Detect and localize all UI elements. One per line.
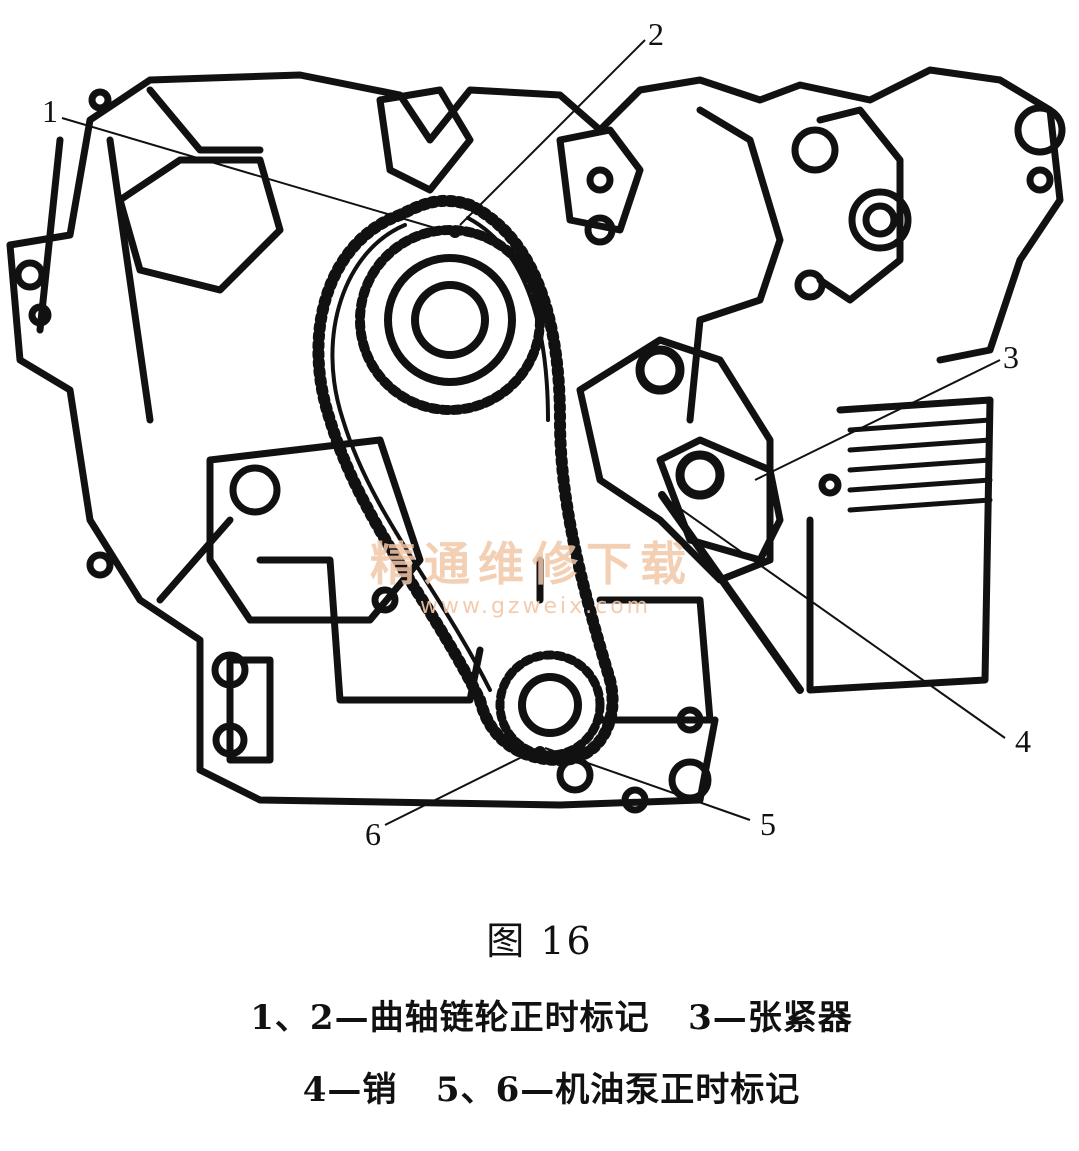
callout-2: 2 xyxy=(648,16,664,52)
oil-pump-sprocket xyxy=(495,650,605,760)
leader-line-5 xyxy=(544,747,751,821)
callout-3: 3 xyxy=(1003,339,1019,375)
crank-timing-mark xyxy=(449,226,461,238)
leader-line-3 xyxy=(754,359,1001,481)
watermark-url: www.gzweix.com xyxy=(420,594,651,619)
leader-line-4 xyxy=(664,497,1006,739)
figure-title: 图 16 xyxy=(486,919,593,963)
engine-timing-diagram: 1 2 3 4 5 6 精通维修下载 www.gzweix.com xyxy=(6,16,1066,852)
locking-pin xyxy=(658,491,804,694)
leader-line-1 xyxy=(61,117,453,234)
legend-line-1: 1、2—曲轴链轮正时标记 3—张紧器 xyxy=(250,998,853,1038)
leader-line-2 xyxy=(459,39,646,226)
callout-1: 1 xyxy=(42,93,58,129)
legend-line-2: 4—销 5、6—机油泵正时标记 xyxy=(302,1070,801,1110)
timing-chain xyxy=(312,194,619,766)
leader-line-6 xyxy=(384,747,541,826)
engine-block-outline xyxy=(6,66,1064,364)
callout-6: 6 xyxy=(365,816,381,852)
oil-filter xyxy=(806,396,994,694)
callout-4: 4 xyxy=(1015,723,1031,759)
callout-5: 5 xyxy=(760,806,776,842)
pump-timing-mark xyxy=(534,746,546,758)
watermark-text: 精通维修下载 xyxy=(370,537,694,591)
